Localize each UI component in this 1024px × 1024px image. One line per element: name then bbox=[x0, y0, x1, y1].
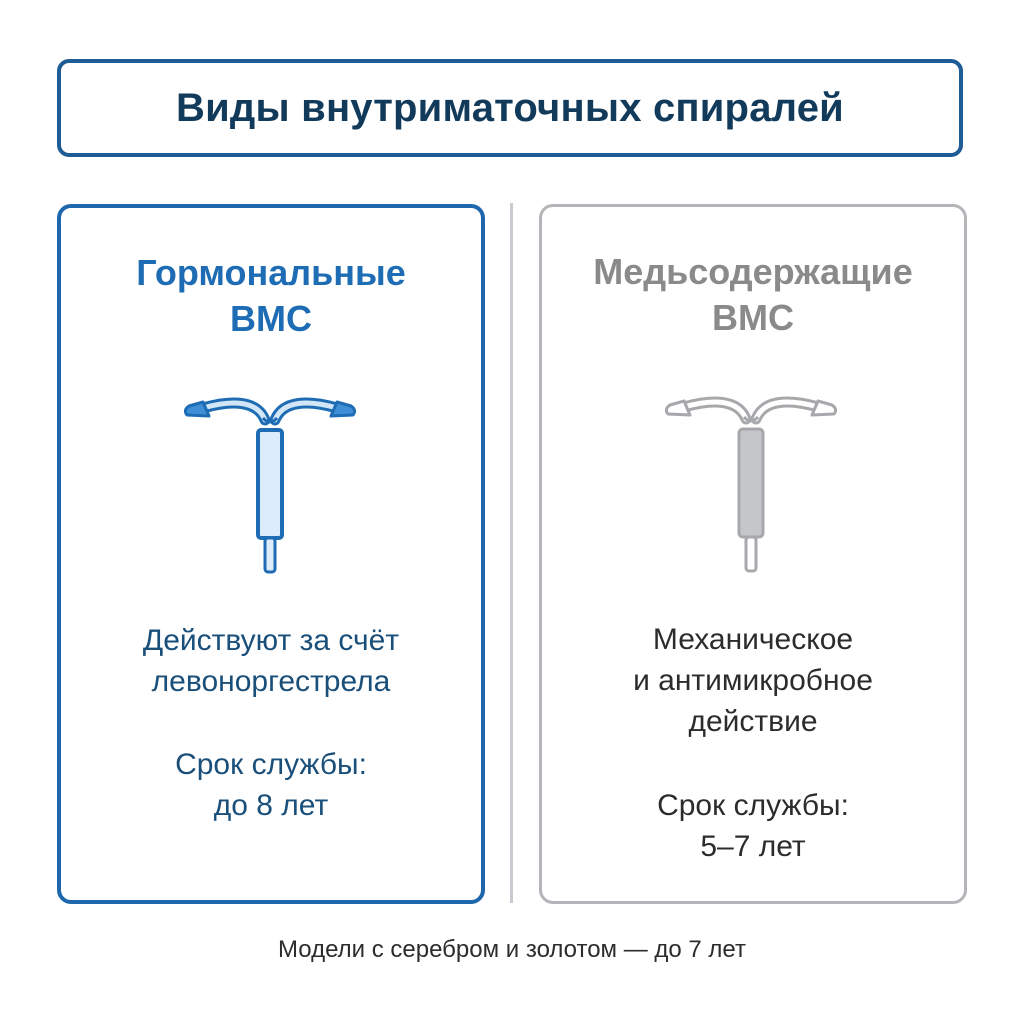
copper-mechanism-line2: и антимикробное bbox=[633, 664, 873, 697]
footnote: Модели с серебром и золотом — до 7 лет bbox=[278, 936, 746, 963]
copper-mechanism-line3: действие bbox=[688, 705, 818, 738]
hormonal-mechanism-line2: левоноргестрела bbox=[151, 665, 391, 698]
hormonal-mechanism-text: Действуют за счёт левоноргестрела bbox=[61, 620, 481, 702]
column-divider bbox=[510, 203, 513, 903]
hormonal-heading-line2: ВМС bbox=[230, 298, 312, 339]
page-title: Виды внутриматочных спиралей bbox=[176, 85, 844, 130]
copper-mechanism-text: Механическое и антимикробное действие bbox=[542, 619, 964, 742]
copper-mechanism-line1: Механическое bbox=[652, 623, 854, 656]
hormonal-lifespan-text: Срок службы: до 8 лет bbox=[61, 744, 481, 826]
hormonal-iud-card: Гормональные ВМС Действуют за счёт левон… bbox=[57, 204, 485, 904]
copper-heading-line1: Медьсодержащие bbox=[593, 251, 913, 292]
hormonal-iud-heading: Гормональные ВМС bbox=[61, 250, 481, 342]
hormonal-t-shaped-iud-icon bbox=[183, 397, 357, 574]
copper-iud-heading: Медьсодержащие ВМС bbox=[542, 249, 964, 341]
copper-lifespan-line2: 5–7 лет bbox=[700, 830, 806, 863]
copper-lifespan-line1: Срок службы: bbox=[657, 789, 849, 822]
copper-t-shaped-iud-icon bbox=[664, 396, 838, 573]
copper-heading-line2: ВМС bbox=[712, 297, 794, 338]
hormonal-lifespan-line1: Срок службы: bbox=[175, 748, 367, 781]
hormonal-heading-line1: Гормональные bbox=[136, 252, 406, 293]
copper-iud-card: Медьсодержащие ВМС Механическое и антими… bbox=[539, 204, 967, 904]
title-box: Виды внутриматочных спиралей bbox=[57, 59, 963, 157]
copper-lifespan-text: Срок службы: 5–7 лет bbox=[542, 785, 964, 867]
hormonal-mechanism-line1: Действуют за счёт bbox=[142, 624, 400, 657]
hormonal-lifespan-line2: до 8 лет bbox=[213, 789, 329, 822]
